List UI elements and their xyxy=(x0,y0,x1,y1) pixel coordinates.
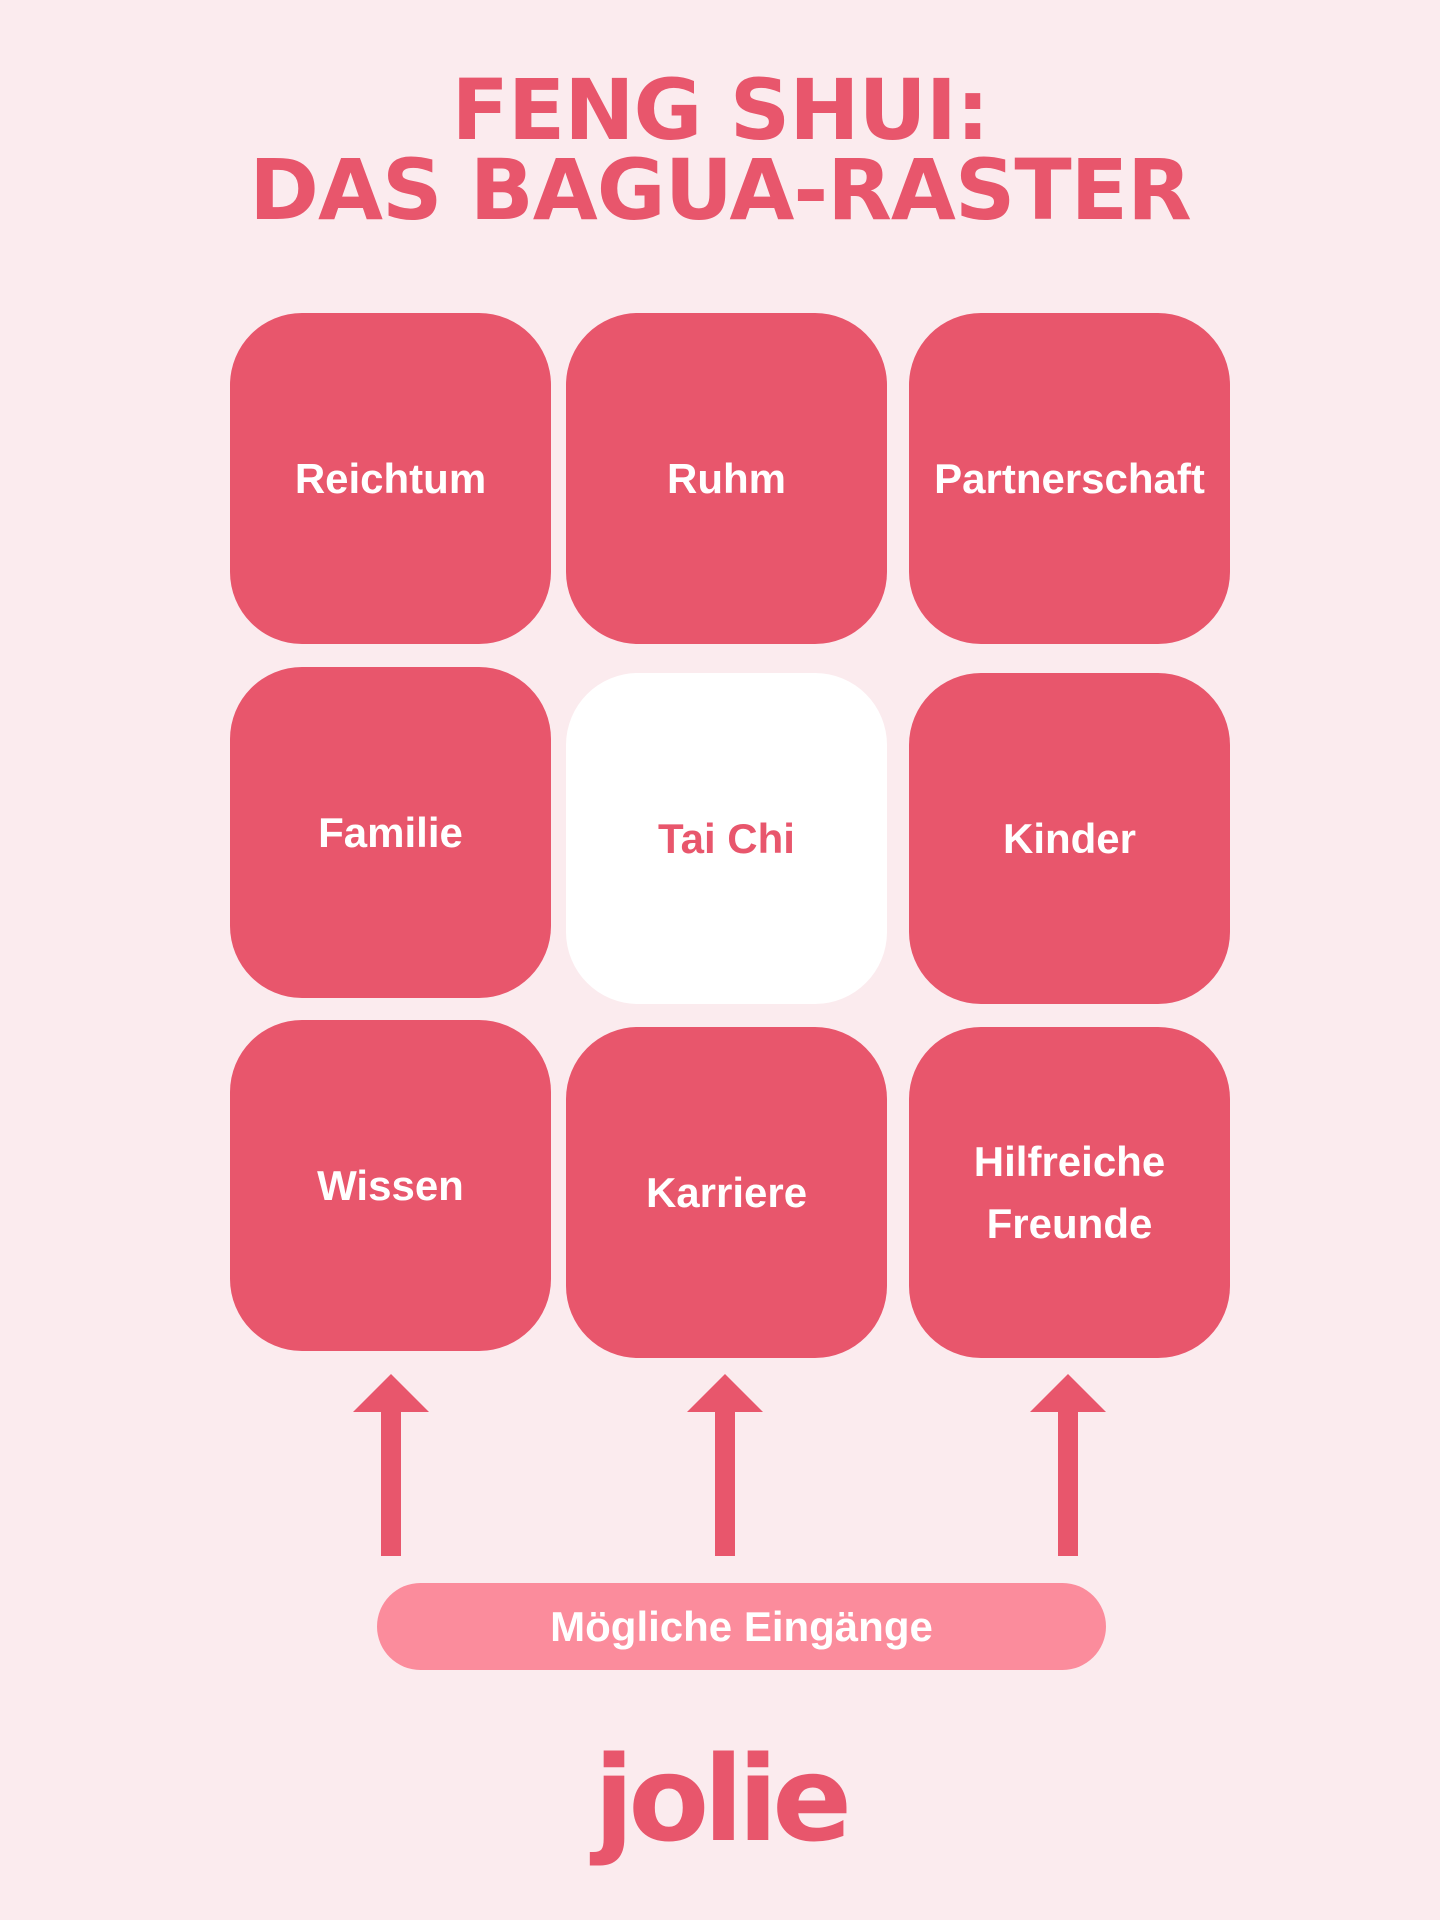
bagua-cell-familie: Familie xyxy=(230,667,551,998)
cell-label: Reichtum xyxy=(294,454,487,502)
arrow-up-icon xyxy=(353,1374,429,1556)
bagua-cell-reichtum: Reichtum xyxy=(230,313,551,644)
cell-label: Tai Chi xyxy=(658,814,795,862)
cell-label: Partnerschaft xyxy=(934,454,1205,502)
bagua-cell-wissen: Wissen xyxy=(230,1020,551,1351)
cell-label: Hilfreiche Freunde xyxy=(973,1137,1166,1247)
arrow-up-icon xyxy=(687,1374,763,1556)
entrances-label: Mögliche Eingänge xyxy=(377,1583,1106,1670)
cell-label: Familie xyxy=(318,808,463,856)
cell-label: Wissen xyxy=(317,1161,464,1209)
cell-label: Kinder xyxy=(1002,814,1136,862)
bagua-cell-partnerschaft: Partnerschaft xyxy=(909,313,1230,644)
cell-label: Ruhm xyxy=(667,454,786,502)
bagua-cell-kinder: Kinder xyxy=(909,673,1230,1004)
arrow-up-icon xyxy=(1030,1374,1106,1556)
title-line-2: DAS BAGUA-RASTER xyxy=(249,141,1192,239)
cell-label: Karriere xyxy=(645,1168,808,1216)
jolie-logo: jolie xyxy=(593,1730,852,1868)
bagua-cell-ruhm: Ruhm xyxy=(566,313,887,644)
bagua-cell-hilfreiche-freunde: Hilfreiche Freunde xyxy=(909,1027,1230,1358)
title-line-1: FENG SHUI: xyxy=(451,61,989,159)
bagua-cell-tai-chi: Tai Chi xyxy=(566,673,887,1004)
bagua-cell-karriere: Karriere xyxy=(566,1027,887,1358)
